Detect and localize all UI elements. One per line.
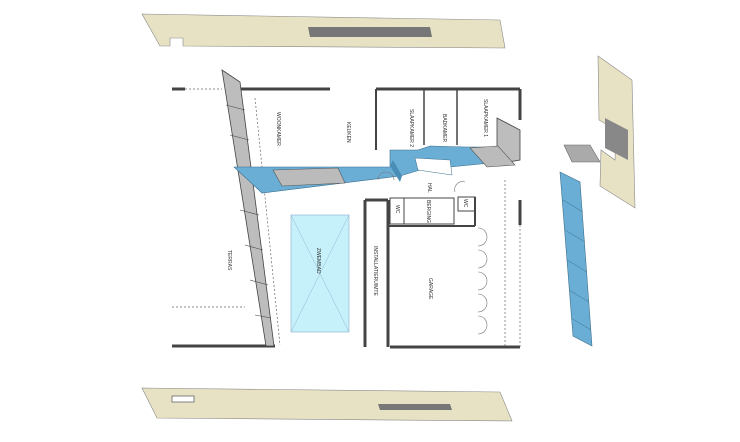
label-wc: WC [394, 205, 400, 214]
label-garage: GARAGE [427, 278, 433, 300]
roof-opening [272, 167, 346, 187]
label-hal: HAL [426, 183, 432, 193]
blue-glazing-panel [559, 171, 593, 347]
top-roof-panel [141, 13, 506, 49]
blue-roof-band [233, 145, 516, 194]
label-terras: TERRAS [226, 250, 232, 271]
label-badkamer: BADKAMER [441, 114, 447, 142]
skylight [308, 27, 432, 37]
label-slaapkamer-1: SLAAPKAMER 1 [482, 99, 488, 137]
terrace-glazing [221, 69, 275, 347]
garage-doors [377, 171, 488, 335]
dashed-lines [172, 88, 521, 347]
pool [290, 214, 350, 333]
right-wall-panel [563, 55, 636, 209]
label-berging: BERGING [425, 200, 431, 223]
service-rooms [389, 196, 476, 225]
label-wc-2: WC [462, 199, 468, 208]
label-keuken: KEUKEN [345, 122, 351, 143]
label-woonkamer: WOONKAMER [275, 112, 281, 146]
label-slaapkamer-2: SLAAPKAMER 2 [408, 109, 414, 147]
label-installatieruimte: INSTALLATIERUIMTE [372, 246, 378, 296]
walls [172, 87, 522, 349]
label-zwembad: ZWEMBAD [315, 248, 321, 274]
bottom-floor-panel [141, 387, 513, 422]
